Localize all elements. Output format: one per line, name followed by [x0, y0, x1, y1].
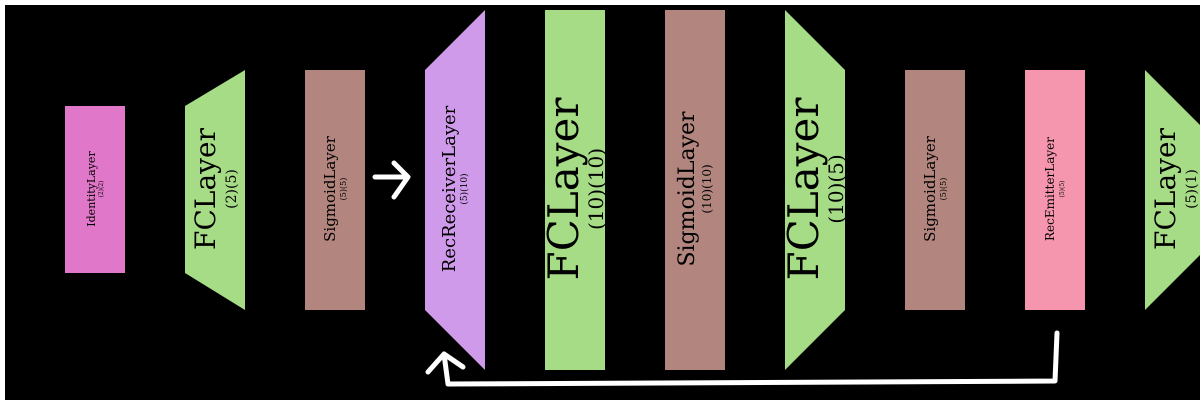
- layer-fc2-dims: (10)(10): [584, 148, 608, 230]
- layer-fc4-dims: (5)(1): [1184, 169, 1200, 209]
- layer-sig3-dims: (5)(5): [939, 178, 948, 201]
- layer-sig1-dims: (5)(5): [339, 178, 348, 201]
- layer-fc3: FCLayer (10)(5): [779, 10, 848, 370]
- recurrent-arrow-icon: [425, 330, 1060, 387]
- layer-fc4-shape: [1145, 70, 1200, 310]
- layer-fc1: FCLayer (2)(5): [185, 70, 245, 310]
- network-diagram: IdentityLayer (2)(2) FCLayer (2)(5) Sigm…: [5, 5, 1200, 400]
- forward-arrow: [372, 160, 411, 200]
- layer-sig1: SigmoidLayer (5)(5): [305, 70, 365, 310]
- layer-fc3-shape: [785, 10, 845, 370]
- layer-recemit-dims: (5)(5): [1059, 181, 1066, 198]
- layer-identity-name: IdentityLayer: [85, 151, 98, 227]
- layer-recrecv-dims: (5)(10): [459, 173, 470, 204]
- layer-fc2-shape: [545, 10, 605, 370]
- layer-sig3: SigmoidLayer (5)(5): [905, 70, 965, 310]
- layer-fc1-dims: (2)(5): [224, 169, 240, 209]
- layer-sig1-name: SigmoidLayer: [321, 135, 339, 242]
- layer-sig2-shape: [665, 10, 725, 370]
- layer-fc3-dims: (10)(5): [824, 154, 848, 223]
- diagram-svg: IdentityLayer (2)(2) FCLayer (2)(5) Sigm…: [65, 10, 1200, 387]
- layer-identity-dims: (2)(2): [98, 181, 105, 198]
- forward-arrow-icon: [372, 160, 411, 200]
- layer-fc2-name: FCLayer: [539, 97, 588, 281]
- layer-fc3-name: FCLayer: [779, 97, 828, 281]
- layer-recrecv: RecReceiverLayer (5)(10): [425, 10, 485, 370]
- layer-recrecv-shape: [425, 10, 485, 370]
- layer-fc4-name: FCLayer: [1149, 127, 1182, 250]
- layer-fc1-shape: [185, 70, 245, 310]
- layer-sig2-dims: (10)(10): [700, 164, 714, 213]
- layer-fc1-name: FCLayer: [189, 127, 222, 250]
- layer-sig1-shape: [305, 70, 365, 310]
- layer-recrecv-name: RecReceiverLayer: [439, 105, 460, 272]
- layer-recemit-shape: [1025, 70, 1085, 310]
- layer-sig3-shape: [905, 70, 965, 310]
- layer-fc4: FCLayer (5)(1): [1145, 70, 1200, 310]
- layer-sig2: SigmoidLayer (10)(10): [665, 10, 725, 370]
- layer-recemit: RecEmitterLayer (5)(5): [1025, 70, 1085, 310]
- layer-fc2: FCLayer (10)(10): [539, 10, 608, 370]
- layer-recemit-name: RecEmitterLayer: [1043, 137, 1057, 241]
- layer-sig2-name: SigmoidLayer: [675, 111, 700, 267]
- layer-identity: IdentityLayer (2)(2): [65, 106, 125, 273]
- layer-sig3-name: SigmoidLayer: [921, 135, 939, 242]
- recurrent-arrow: [425, 330, 1060, 387]
- layer-identity-shape: [65, 106, 125, 273]
